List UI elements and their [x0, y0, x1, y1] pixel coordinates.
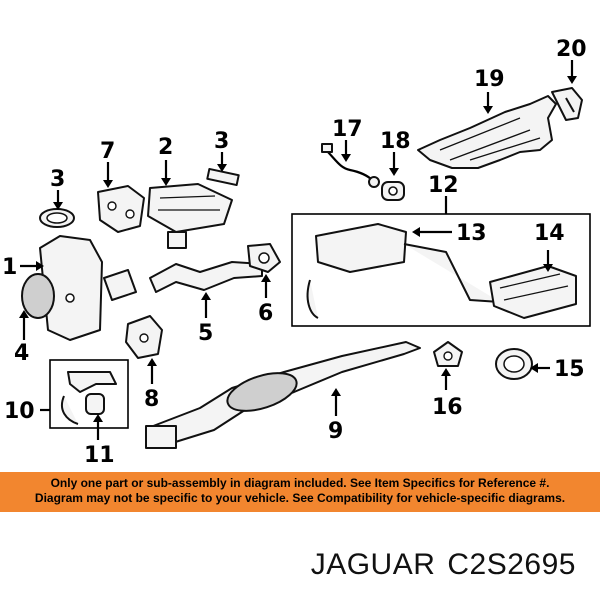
part-7-heat-shield	[97, 185, 145, 233]
part-8-bracket	[125, 315, 163, 359]
part-2-catalytic-converter	[147, 183, 233, 233]
exhaust-system-diagram: 1 2 3 3 4 5 6 7 8 9 10 11 12 13 14 15 16…	[2, 37, 591, 468]
part-5-front-pipe	[149, 231, 263, 293]
disclaimer-banner: Only one part or sub-assembly in diagram…	[0, 472, 600, 512]
part-15-clamp	[495, 348, 533, 380]
callout-2: 2	[158, 135, 173, 160]
callout-15: 15	[554, 357, 585, 382]
leader-lines	[19, 60, 577, 440]
part-16-hanger	[433, 341, 463, 367]
part-1-catalytic-converter	[21, 235, 137, 341]
part-3-gasket-strip	[206, 167, 240, 187]
part-11-hanger	[60, 371, 117, 425]
callout-9: 9	[328, 419, 343, 444]
callout-13: 13	[456, 221, 487, 246]
part-12-box	[291, 213, 591, 327]
callout-5: 5	[198, 321, 213, 346]
part-13-muffler	[306, 223, 501, 319]
callout-16: 16	[432, 395, 463, 420]
callout-8: 8	[144, 387, 159, 412]
callout-1: 1	[2, 255, 17, 280]
callout-3-left: 3	[50, 167, 65, 192]
callout-20: 20	[556, 37, 587, 62]
callout-10: 10	[4, 399, 35, 424]
part-17-oxygen-sensor	[321, 143, 380, 188]
part-10-box	[49, 359, 129, 429]
callout-7: 7	[100, 139, 115, 164]
callout-14: 14	[534, 221, 565, 246]
part-identifier: JAGUAR C2S2695	[311, 548, 576, 582]
part-3-ring-gasket	[39, 208, 75, 228]
disclaimer-line-2: Diagram may not be specific to your vehi…	[34, 491, 566, 505]
callout-4: 4	[14, 341, 29, 366]
part-6-flange-gasket	[247, 243, 281, 273]
part-20-bracket	[551, 87, 583, 121]
callout-19: 19	[474, 67, 505, 92]
callout-11: 11	[84, 443, 115, 468]
callout-18: 18	[380, 129, 411, 154]
part-18-hanger	[381, 181, 405, 201]
part-9-intermediate-pipe	[145, 341, 421, 449]
callout-3-top: 3	[214, 129, 229, 154]
part-19-heat-shield	[417, 95, 557, 169]
part-number: C2S2695	[447, 548, 576, 581]
callout-12: 12	[428, 173, 459, 198]
callout-17: 17	[332, 117, 363, 142]
brand-name: JAGUAR	[310, 548, 436, 581]
disclaimer-line-1: Only one part or sub-assembly in diagram…	[50, 476, 550, 490]
callout-6: 6	[258, 301, 273, 326]
part-14-muffler	[489, 265, 577, 319]
